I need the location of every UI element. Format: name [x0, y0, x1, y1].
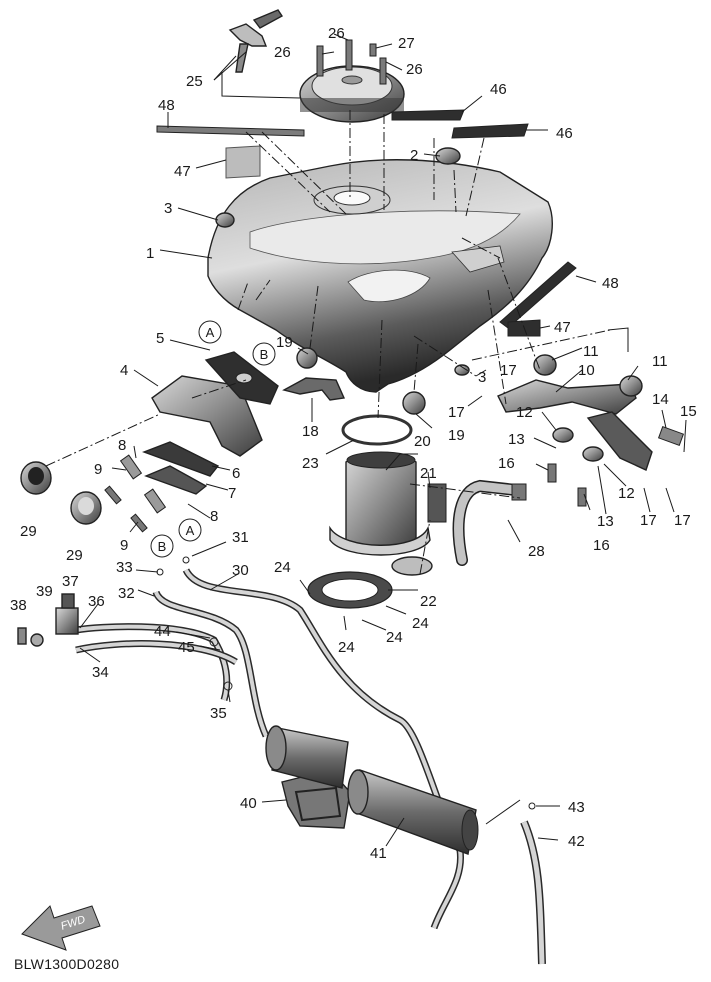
callout-41: 41: [370, 845, 387, 862]
callout-19: 19: [276, 334, 293, 351]
ref-circle-b-bottom: B: [150, 534, 174, 558]
callout-16: 16: [498, 455, 515, 472]
callout-26: 26: [274, 44, 291, 61]
callout-9: 9: [120, 537, 128, 554]
callout-16: 16: [593, 537, 610, 554]
callout-4: 4: [120, 362, 128, 379]
callout-26: 26: [406, 61, 423, 78]
ref-circle-b-top: B: [252, 342, 276, 366]
callout-48: 48: [602, 275, 619, 292]
hose-clips: [156, 556, 536, 810]
callout-33: 33: [116, 559, 133, 576]
side-cover: [151, 351, 279, 457]
callout-17: 17: [640, 512, 657, 529]
ref-letter: B: [260, 347, 269, 362]
callout-13: 13: [597, 513, 614, 530]
callout-8: 8: [210, 508, 218, 525]
callout-44: 44: [154, 623, 171, 640]
callout-32: 32: [118, 585, 135, 602]
callout-39: 39: [36, 583, 53, 600]
callout-7: 7: [228, 485, 236, 502]
solenoid-valve: [17, 593, 79, 647]
callout-24: 24: [338, 639, 355, 656]
callout-22: 22: [420, 593, 437, 610]
callout-31: 31: [232, 529, 249, 546]
callout-34: 34: [92, 664, 109, 681]
callout-35: 35: [210, 705, 227, 722]
pump-gasket: [307, 571, 393, 609]
ref-circle-a-top: A: [198, 320, 222, 344]
callout-9: 9: [94, 461, 102, 478]
callout-14: 14: [652, 391, 669, 408]
callout-47: 47: [174, 163, 191, 180]
callout-48: 48: [158, 97, 175, 114]
gasket-plates: [104, 441, 220, 533]
callout-21: 21: [420, 465, 437, 482]
callout-2: 2: [410, 147, 418, 164]
callout-36: 36: [88, 593, 105, 610]
callout-5: 5: [156, 330, 164, 347]
trim-strips: [156, 109, 577, 337]
callout-30: 30: [232, 562, 249, 579]
fuel-hose: [452, 479, 527, 566]
callout-29: 29: [66, 547, 83, 564]
cap-bolts: [316, 39, 387, 85]
ref-letter: A: [206, 325, 215, 340]
ref-letter: A: [186, 523, 195, 538]
callout-11: 11: [652, 353, 668, 370]
callout-24: 24: [412, 615, 429, 632]
rear-bracket: [497, 354, 685, 507]
callout-17: 17: [674, 512, 691, 529]
callout-20: 20: [414, 433, 431, 450]
callout-18: 18: [302, 423, 319, 440]
callout-24: 24: [386, 629, 403, 646]
callout-24: 24: [274, 559, 291, 576]
callout-46: 46: [490, 81, 507, 98]
diagram-code: BLW1300D0280: [14, 956, 120, 972]
callout-13: 13: [508, 431, 525, 448]
callout-8: 8: [118, 437, 126, 454]
callout-1: 1: [146, 245, 154, 262]
callout-28: 28: [528, 543, 545, 560]
callout-27: 27: [398, 35, 415, 52]
callout-37: 37: [62, 573, 79, 590]
callout-3: 3: [164, 200, 172, 217]
fwd-arrow-icon: FWD: [21, 905, 101, 951]
callout-25: 25: [186, 73, 203, 90]
callout-29: 29: [20, 523, 37, 540]
callout-23: 23: [302, 455, 319, 472]
callout-15: 15: [680, 403, 697, 420]
callout-10: 10: [578, 362, 595, 379]
callout-labels: 1 2 3 3 4 5 6 7 8 8 9 9 10 11 11 12 12 1…: [10, 25, 697, 862]
callout-43: 43: [568, 799, 585, 816]
grommets: [215, 147, 470, 376]
callout-42: 42: [568, 833, 585, 850]
callout-40: 40: [240, 795, 257, 812]
ref-letter: B: [158, 539, 167, 554]
leader-lines: [79, 33, 687, 847]
callout-26: 26: [328, 25, 345, 42]
charcoal-canister: [265, 725, 479, 855]
callout-45: 45: [178, 639, 195, 656]
filler-cap: [299, 65, 405, 123]
callout-38: 38: [10, 597, 27, 614]
callout-12: 12: [516, 404, 533, 421]
callout-19: 19: [448, 427, 465, 444]
callout-3: 3: [478, 369, 486, 386]
tank-mounts: [282, 347, 426, 446]
callout-6: 6: [232, 465, 240, 482]
callout-46: 46: [556, 125, 573, 142]
fuel-tank: [207, 159, 553, 393]
callout-17: 17: [500, 362, 517, 379]
callout-12: 12: [618, 485, 635, 502]
ref-circle-a-bottom: A: [178, 518, 202, 542]
callout-17: 17: [448, 404, 465, 421]
callout-11: 11: [583, 343, 599, 360]
alignment-lines: [45, 110, 611, 575]
rubber-dampers: [20, 461, 102, 525]
callout-47: 47: [554, 319, 571, 336]
key-set: [228, 9, 284, 73]
